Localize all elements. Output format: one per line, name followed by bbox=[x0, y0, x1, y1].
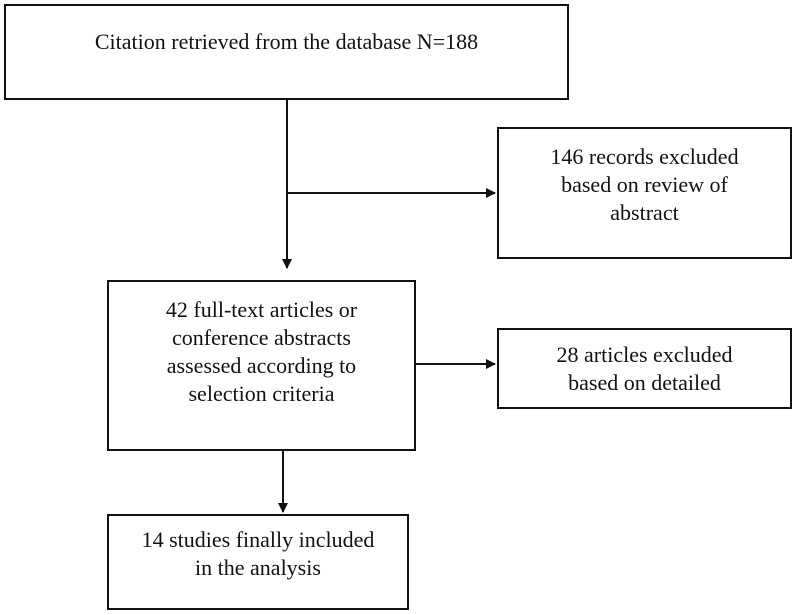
detailed-excluded-line-2: based on detailed bbox=[568, 370, 721, 395]
fulltext-assessment-box: 42 full-text articles or conference abst… bbox=[107, 280, 416, 451]
abstract-excluded-line-3: abstract bbox=[610, 200, 679, 225]
citation-box: Citation retrieved from the database N=1… bbox=[4, 4, 569, 100]
included-studies-text: 14 studies finally included in the analy… bbox=[142, 526, 375, 582]
included-studies-box: 14 studies finally included in the analy… bbox=[107, 514, 409, 610]
fulltext-assessment-text: 42 full-text articles or conference abst… bbox=[166, 296, 357, 408]
included-line-2: in the analysis bbox=[195, 555, 321, 580]
detailed-excluded-box: 28 articles excluded based on detailed bbox=[497, 328, 792, 409]
detailed-excluded-text: 28 articles excluded based on detailed bbox=[557, 341, 733, 397]
fulltext-line-4: selection criteria bbox=[188, 381, 335, 406]
fulltext-line-2: conference abstracts bbox=[172, 325, 351, 350]
fulltext-line-3: assessed according to bbox=[166, 353, 357, 378]
citation-text: Citation retrieved from the database N=1… bbox=[95, 28, 478, 56]
citation-line-1: Citation retrieved from the database N=1… bbox=[94, 29, 479, 54]
detailed-excluded-line-1: 28 articles excluded bbox=[556, 342, 733, 367]
abstract-excluded-line-1: 146 records excluded bbox=[550, 144, 739, 169]
included-line-1: 14 studies finally included bbox=[141, 527, 375, 552]
abstract-excluded-text: 146 records excluded based on review of … bbox=[550, 143, 738, 227]
abstract-excluded-line-2: based on review of bbox=[561, 172, 728, 197]
abstract-excluded-box: 146 records excluded based on review of … bbox=[497, 127, 792, 259]
fulltext-line-1: 42 full-text articles or bbox=[165, 297, 358, 322]
